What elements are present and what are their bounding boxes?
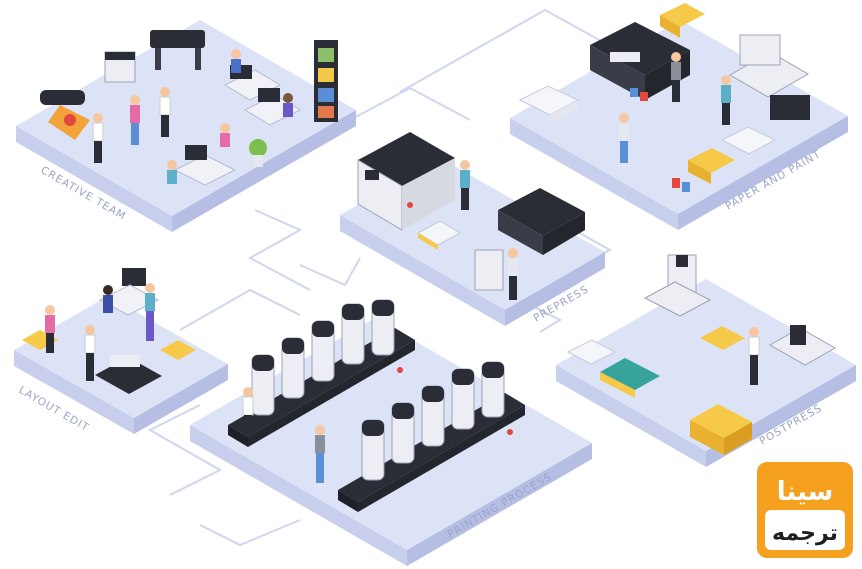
computer-monitor bbox=[122, 268, 146, 286]
people bbox=[45, 283, 155, 381]
paper-and-paint-platform: PAPER AND PAINT bbox=[510, 3, 848, 230]
yellow-box-stack bbox=[688, 148, 735, 173]
creative-team-platform: CREATIVE TEAM bbox=[16, 20, 356, 232]
paper-stack bbox=[720, 126, 777, 155]
people bbox=[619, 52, 731, 163]
large-format-printer bbox=[40, 90, 85, 105]
paper-stack bbox=[416, 220, 462, 246]
paper-stack bbox=[566, 339, 617, 365]
people bbox=[460, 160, 518, 300]
people bbox=[242, 387, 325, 483]
paper-stack bbox=[700, 326, 745, 350]
layout-edit-platform: LAYOUT EDIT bbox=[14, 268, 228, 434]
logo-line-2: ترجمه bbox=[772, 521, 838, 546]
postpress-platform: POSTPRESS bbox=[556, 254, 856, 467]
plotter-machine bbox=[150, 30, 205, 48]
printing-process-platform: PRINTING PROCESS bbox=[190, 299, 592, 566]
offset-press bbox=[358, 132, 455, 186]
digital-press bbox=[498, 188, 585, 236]
cardboard-boxes bbox=[690, 404, 752, 438]
prepress-platform: PREPRESS bbox=[340, 132, 605, 326]
book-stacks bbox=[600, 358, 660, 390]
people bbox=[92, 49, 293, 184]
yellow-box-stack bbox=[660, 3, 705, 27]
press-line-2 bbox=[338, 361, 525, 512]
press-line-1 bbox=[228, 299, 415, 447]
industrial-press bbox=[590, 22, 690, 75]
plant bbox=[249, 139, 267, 157]
sina-tarjome-logo: سينا ترجمه bbox=[757, 462, 853, 558]
logo-line-1: سينا bbox=[777, 477, 834, 507]
desk bbox=[98, 284, 160, 316]
copier-machine bbox=[474, 249, 504, 291]
paint-cans bbox=[630, 88, 690, 192]
people bbox=[748, 327, 760, 385]
table bbox=[643, 281, 712, 317]
